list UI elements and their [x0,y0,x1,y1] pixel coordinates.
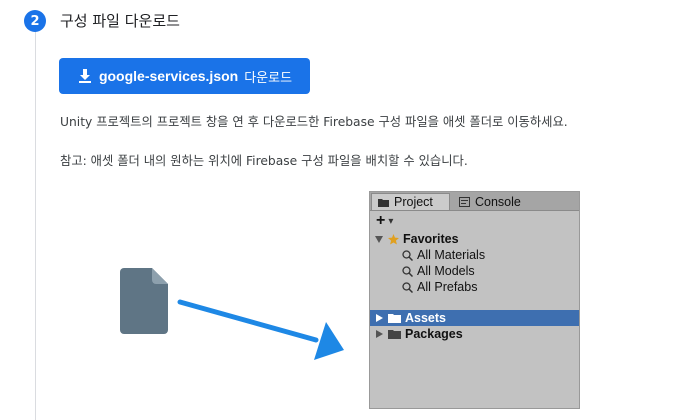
tab-project[interactable]: Project [371,193,450,210]
folder-icon [386,313,402,323]
tab-project-label: Project [394,195,433,209]
tab-console-label: Console [475,194,521,209]
tree-item-all-prefabs[interactable]: All Prefabs [370,279,579,295]
folder-icon [386,329,402,339]
tree-item-label: All Materials [417,248,486,262]
download-icon [77,68,93,84]
search-icon [400,281,414,293]
triangle-down-icon [374,235,384,243]
search-icon [400,249,414,261]
tree-item-label: All Prefabs [417,280,478,294]
step-number-badge: 2 [24,10,46,32]
instructions-text: Unity 프로젝트의 프로젝트 창을 연 후 다운로드한 Firebase 구… [60,115,568,129]
tab-console[interactable]: Console [453,193,543,210]
tree-item-assets[interactable]: Assets [370,310,579,326]
timeline-line [35,30,36,420]
console-icon [459,196,470,207]
unity-project-panel: Project Console + ▾ Favorites All Materi… [369,191,580,409]
tree-item-assets-label: Assets [405,311,446,325]
tree-item-favorites-label: Favorites [403,232,459,246]
download-button-filename: google-services.json [98,68,239,84]
triangle-right-icon [374,314,384,322]
panel-tab-bar: Project Console [370,192,579,211]
download-button-suffix: 다운로드 [244,70,293,86]
add-dropdown-icon[interactable]: ▾ [388,215,394,227]
arrow-icon [176,292,348,369]
folder-icon [378,198,389,207]
tree-item-packages-label: Packages [405,327,463,341]
panel-toolbar: + ▾ [376,213,393,229]
note-text: 참고: 애셋 폴더 내의 원하는 위치에 Firebase 구성 파일을 배치할… [60,154,468,168]
tree-item-all-materials[interactable]: All Materials [370,247,579,263]
tree-item-all-models[interactable]: All Models [370,263,579,279]
step-title: 구성 파일 다운로드 [60,12,180,30]
tree-item-favorites[interactable]: Favorites [370,231,579,247]
triangle-right-icon [374,330,384,338]
star-icon [386,233,400,245]
download-config-button[interactable]: google-services.json 다운로드 [59,58,310,94]
file-icon [120,268,168,339]
tree-item-label: All Models [417,264,475,278]
search-icon [400,265,414,277]
add-button[interactable]: + [376,212,386,229]
tree-item-packages[interactable]: Packages [370,326,579,342]
